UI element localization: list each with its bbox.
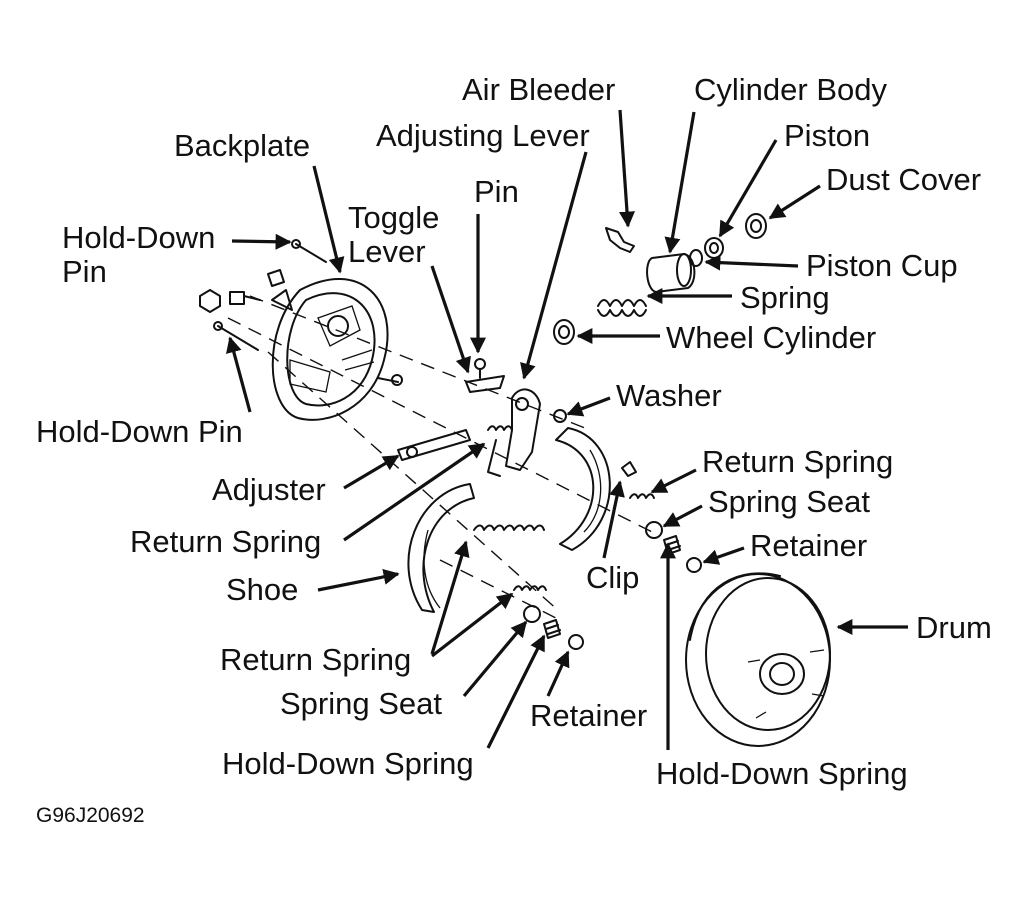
label-washer: Washer xyxy=(616,378,722,413)
label-hold-down-pin-top: Hold-Down Pin xyxy=(62,220,224,289)
leader-shoe xyxy=(317,568,400,592)
leader-spring-seat-right xyxy=(662,504,703,528)
leader-retainer-right xyxy=(702,546,745,565)
label-piston-cup: Piston Cup xyxy=(806,248,958,283)
label-hold-down-spring-bottom: Hold-Down Spring xyxy=(222,746,474,781)
label-hold-down-pin-top-line1: Hold-Down xyxy=(62,220,215,255)
return-spring-mid-part xyxy=(487,425,513,431)
label-cylinder-body: Cylinder Body xyxy=(694,72,887,107)
leader-backplate xyxy=(312,165,345,274)
washer-part xyxy=(553,409,567,423)
retainer-bottom-part xyxy=(568,634,584,650)
spring-part xyxy=(597,299,647,317)
leader-retainer-bottom xyxy=(546,650,570,697)
leader-air-bleeder xyxy=(618,109,635,228)
leader-adjuster xyxy=(343,454,400,490)
assembly-centerlines xyxy=(227,295,661,621)
leader-return-spring-bottom-2 xyxy=(431,592,514,658)
return-spring-right-part xyxy=(629,493,655,499)
wheel-cylinder-part xyxy=(553,319,575,345)
label-spring-seat-bottom: Spring Seat xyxy=(280,686,442,721)
leader-return-spring-mid xyxy=(343,442,486,542)
hold-down-pin-part xyxy=(199,239,327,351)
leader-toggle-lever xyxy=(430,265,471,374)
label-toggle-lever: Toggle Lever xyxy=(348,200,448,269)
return-spring-lower-part xyxy=(513,585,547,591)
pin-part xyxy=(474,358,486,379)
piston-part xyxy=(704,237,724,259)
leader-piston-cup xyxy=(704,254,799,271)
leader-hold-down-pin-top xyxy=(231,233,292,250)
leader-spring-seat-bottom xyxy=(462,620,528,698)
label-hold-down-pin-bottom: Hold-Down Pin xyxy=(36,414,243,449)
label-adjuster: Adjuster xyxy=(212,472,326,507)
clip-part xyxy=(621,461,637,477)
drum-part xyxy=(685,572,831,747)
leader-clip xyxy=(602,480,625,559)
leader-cylinder-body xyxy=(664,111,696,254)
piston-cup-part xyxy=(689,249,703,267)
label-hold-down-spring-right: Hold-Down Spring xyxy=(656,756,908,791)
label-return-spring-right: Return Spring xyxy=(702,444,893,479)
toggle-lever-part xyxy=(465,375,505,393)
label-retainer-right: Retainer xyxy=(750,528,867,563)
leader-adjusting-lever xyxy=(520,151,588,380)
label-drum: Drum xyxy=(916,610,992,645)
cylinder-body-part xyxy=(646,253,696,293)
label-adjusting-lever: Adjusting Lever xyxy=(376,118,590,153)
label-spring-seat-right: Spring Seat xyxy=(708,484,870,519)
spring-seat-bottom-part xyxy=(523,605,541,623)
label-hold-down-pin-top-line2: Pin xyxy=(62,254,107,289)
label-dust-cover: Dust Cover xyxy=(826,162,981,197)
label-spring: Spring xyxy=(740,280,830,315)
label-toggle-lever-line1: Toggle xyxy=(348,200,439,235)
label-return-spring-mid: Return Spring xyxy=(130,524,321,559)
leader-piston xyxy=(718,139,778,238)
spring-seat-right-part xyxy=(645,521,663,539)
adjusting-lever-part xyxy=(487,388,541,477)
leader-arrows xyxy=(226,109,908,750)
leader-hold-down-spring-bottom xyxy=(486,634,546,749)
leader-hold-down-pin-bottom xyxy=(226,336,252,413)
label-toggle-lever-line2: Lever xyxy=(348,234,426,269)
shoe-part xyxy=(407,483,475,613)
leader-washer xyxy=(566,396,611,417)
label-shoe: Shoe xyxy=(226,572,298,607)
labels: Backplate Hold-Down Pin Hold-Down Pin Ad… xyxy=(36,72,992,827)
figure-code: G96J20692 xyxy=(36,804,145,827)
dust-cover-part xyxy=(745,213,767,239)
air-bleeder-part xyxy=(605,227,635,253)
label-piston: Piston xyxy=(784,118,870,153)
leader-return-spring-right xyxy=(650,468,697,494)
leader-dust-cover xyxy=(768,184,821,220)
retainer-right-part xyxy=(686,557,702,573)
label-air-bleeder: Air Bleeder xyxy=(462,72,615,107)
label-return-spring-bottom: Return Spring xyxy=(220,642,411,677)
hold-down-spring-bottom-part xyxy=(543,619,561,639)
return-spring-upper-part xyxy=(473,524,545,531)
label-pin: Pin xyxy=(474,174,519,209)
secondary-shoe-part xyxy=(555,427,611,551)
leader-return-spring-bottom-1 xyxy=(430,540,470,655)
label-retainer-bottom: Retainer xyxy=(530,698,647,733)
label-wheel-cylinder: Wheel Cylinder xyxy=(666,320,876,355)
label-backplate: Backplate xyxy=(174,128,310,163)
adjuster-part xyxy=(397,429,471,461)
backplate-part xyxy=(271,278,403,421)
label-clip: Clip xyxy=(586,560,639,595)
